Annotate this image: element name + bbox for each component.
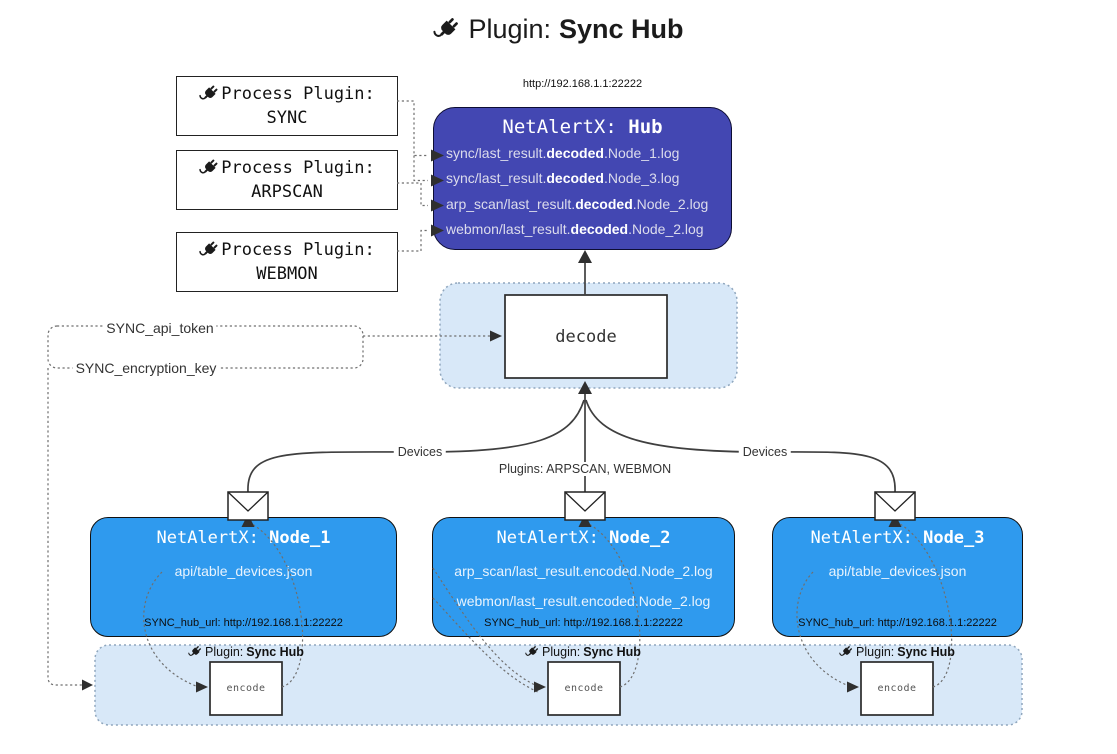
node-file-line: api/table_devices.json — [828, 563, 967, 579]
encode-label: encode — [877, 683, 917, 694]
process-plugin-name: SYNC — [266, 108, 308, 128]
hub-log-line: sync/last_result.decoded.Node_1.log — [446, 145, 680, 161]
hub-log-line: sync/last_result.decoded.Node_3.log — [446, 170, 680, 187]
node-hub-url: SYNC_hub_url: http://192.168.1.1:22222 — [484, 617, 683, 629]
node-title: NetAlertX: Node_2 — [496, 528, 671, 548]
sync-api-token-label: SYNC_api_token — [103, 320, 217, 336]
decode-label: decode — [555, 326, 617, 347]
node-title: NetAlertX: Node_3 — [810, 528, 985, 548]
title-label: Plugin: — [468, 14, 552, 44]
node-box-node-3: NetAlertX: Node_3 api/table_devices.json… — [772, 517, 1023, 637]
page-title: Plugin: Sync Hub — [0, 14, 1117, 45]
node-files: api/table_devices.json — [773, 556, 1022, 586]
node-files: api/table_devices.json — [91, 556, 396, 586]
process-plugin-name: WEBMON — [256, 264, 318, 284]
encode-label: encode — [564, 683, 604, 694]
plug-icon — [199, 84, 219, 104]
band-plugin-label: Plugin: Sync Hub — [525, 645, 641, 659]
sync-encryption-key-label: SYNC_encryption_key — [72, 360, 220, 376]
hub-title: NetAlertX: Hub — [434, 116, 731, 138]
plug-icon — [199, 240, 219, 260]
node-box-node-2: NetAlertX: Node_2 arp_scan/last_result.e… — [432, 517, 735, 637]
node-hub-url: SYNC_hub_url: http://192.168.1.1:22222 — [798, 617, 997, 629]
process-plugin-label: Process Plugin: — [221, 240, 375, 260]
hub-url-label: http://192.168.1.1:22222 — [522, 78, 643, 90]
process-plugin-label: Process Plugin: — [221, 84, 375, 104]
plug-icon — [525, 645, 539, 659]
title-name: Sync Hub — [559, 14, 684, 44]
edge-label-plugins: Plugins: ARPSCAN, WEBMON — [494, 462, 676, 476]
process-plugin-name: ARPSCAN — [251, 182, 323, 202]
node-files: arp_scan/last_result.encoded.Node_2.log … — [433, 556, 734, 616]
node-hub-url: SYNC_hub_url: http://192.168.1.1:22222 — [144, 617, 343, 629]
hub-log-line: webmon/last_result.decoded.Node_2.log — [446, 221, 704, 238]
edge-label-devices-left: Devices — [393, 445, 447, 459]
plug-icon — [188, 645, 202, 659]
process-plugin-arpscan: Process Plugin: ARPSCAN — [176, 150, 398, 210]
node-file-line: api/table_devices.json — [174, 563, 313, 579]
plug-icon — [839, 645, 853, 659]
envelope-icon — [874, 491, 916, 521]
process-plugin-webmon: Process Plugin: WEBMON — [176, 232, 398, 292]
process-plugin-sync: Process Plugin: SYNC — [176, 76, 398, 136]
plug-icon — [433, 16, 460, 43]
node-box-node-1: NetAlertX: Node_1 api/table_devices.json… — [90, 517, 397, 637]
hub-log-line: arp_scan/last_result.decoded.Node_2.log — [446, 195, 709, 212]
process-plugin-label: Process Plugin: — [221, 158, 375, 178]
hub-title-prefix: NetAlertX: — [502, 116, 617, 138]
band-plugin-label: Plugin: Sync Hub — [839, 645, 955, 659]
envelope-icon — [564, 491, 606, 521]
hub-box: NetAlertX: Hub sync/last_result.decoded.… — [433, 107, 732, 250]
node-file-line: arp_scan/last_result.encoded.Node_2.log — [454, 563, 713, 579]
encode-label: encode — [226, 683, 266, 694]
hub-log-list: sync/last_result.decoded.Node_1.log sync… — [446, 141, 725, 243]
envelope-icon — [227, 491, 269, 521]
band-plugin-label: Plugin: Sync Hub — [188, 645, 304, 659]
plug-icon — [199, 158, 219, 178]
node-file-line: webmon/last_result.encoded.Node_2.log — [456, 593, 711, 609]
node-title: NetAlertX: Node_1 — [156, 528, 331, 548]
hub-title-name: Hub — [628, 116, 663, 138]
edge-label-devices-right: Devices — [738, 445, 792, 459]
